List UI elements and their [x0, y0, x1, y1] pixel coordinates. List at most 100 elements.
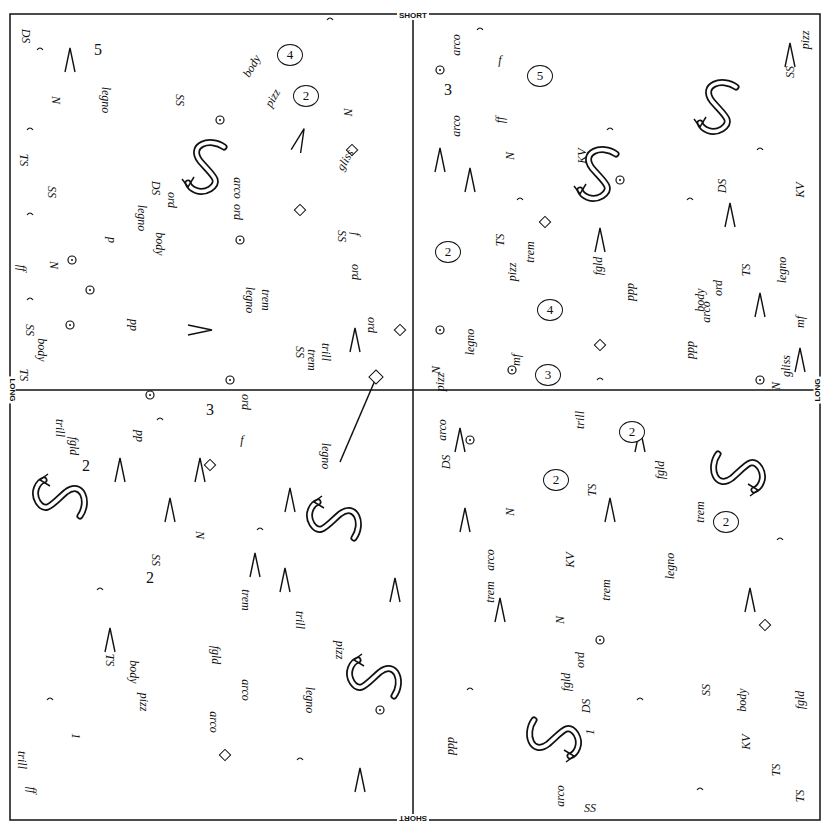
circled-number: 5 [527, 65, 553, 87]
diamond-symbol [294, 204, 305, 215]
performance-marking: body [128, 660, 140, 683]
performance-marking: legno [100, 87, 112, 114]
circle-symbol [149, 394, 151, 396]
accent-mark [777, 538, 783, 540]
accent-mark [637, 698, 643, 700]
hairpin-symbol [285, 488, 295, 512]
performance-marking: trem [484, 581, 496, 603]
performance-marking: fgld [210, 646, 222, 665]
sweep-symbol [530, 720, 579, 756]
performance-marking: ord [232, 204, 244, 220]
performance-marking: ppp [684, 341, 696, 359]
hairpin-symbol [785, 43, 795, 67]
circle-symbol [379, 709, 381, 711]
performance-marking: arco [436, 419, 448, 441]
performance-marking: fgld [654, 461, 666, 480]
sweep-arrow [748, 484, 758, 496]
circled-number-text: 2 [553, 472, 560, 488]
sweep-symbol [350, 660, 399, 696]
performance-marking: arco [554, 785, 566, 807]
hairpin-symbol [355, 768, 365, 792]
performance-marking: TS [104, 654, 116, 667]
performance-marking: trem [306, 349, 318, 371]
sweep-symbol [188, 143, 224, 192]
accent-mark [27, 128, 33, 130]
sweep-symbol [714, 454, 763, 490]
hairpin-symbol [65, 48, 75, 72]
performance-marking: 2 [82, 458, 90, 474]
performance-marking: fgld [794, 691, 806, 710]
performance-marking: KV [576, 148, 588, 163]
performance-marking: arco [450, 115, 462, 137]
performance-marking: TS [18, 369, 30, 382]
sweep-arrow [694, 117, 706, 127]
circle-symbol [376, 706, 384, 714]
hairpin-symbol [165, 498, 175, 522]
hairpin-symbol [390, 578, 400, 602]
hairpin-symbol [725, 203, 735, 227]
circle-symbol [756, 376, 764, 384]
performance-marking: 5 [94, 42, 102, 58]
sweep-symbol [310, 502, 359, 538]
accent-mark [467, 688, 473, 690]
performance-marking: SS [174, 94, 186, 106]
circle-symbol [239, 239, 241, 241]
performance-marking: body [154, 232, 166, 255]
circle-symbol [226, 376, 234, 384]
performance-marking: mf [510, 354, 522, 366]
performance-marking: trem [524, 241, 536, 263]
performance-marking: trill [54, 419, 66, 437]
performance-marking: ord [166, 192, 178, 208]
performance-marking: TS [586, 484, 598, 497]
performance-marking: pizz [138, 693, 150, 712]
circle-symbol [86, 286, 94, 294]
circled-number: 2 [293, 85, 319, 107]
performance-marking: N [48, 261, 60, 269]
sweep-symbol [350, 660, 399, 696]
performance-marking: mf [794, 316, 806, 328]
performance-marking: ff [26, 787, 38, 794]
performance-marking: arco [484, 549, 496, 571]
performance-marking: N [504, 508, 516, 516]
hairpin-symbol [115, 458, 125, 482]
performance-marking: pizz [799, 31, 811, 50]
accent-mark [757, 148, 763, 150]
sweep-arrow [564, 750, 574, 762]
performance-marking: TS [770, 764, 782, 777]
sweep-arrow [354, 654, 364, 666]
performance-marking: body [36, 338, 48, 361]
performance-marking: legno [304, 687, 316, 714]
performance-marking: SS [784, 66, 796, 78]
performance-marking: ord [240, 394, 252, 410]
circle-symbol [219, 119, 221, 121]
performance-marking: KV [794, 182, 806, 197]
sweep-arrow [40, 474, 50, 486]
performance-marking: pp [134, 430, 146, 442]
circled-number-text: 2 [629, 424, 636, 440]
hairpin-symbol [291, 127, 309, 153]
performance-marking: pizz [506, 263, 518, 282]
performance-marking: KV [564, 552, 576, 567]
performance-marking: body [694, 288, 706, 311]
performance-marking: body [241, 53, 263, 79]
circle-symbol [508, 366, 516, 374]
hairpin-symbol [465, 168, 475, 192]
accent-mark [157, 418, 163, 420]
connector-stroke [340, 378, 376, 462]
performance-marking: SS [584, 802, 596, 814]
accent-mark [257, 528, 263, 530]
circled-number: 2 [543, 469, 569, 491]
edge-label: LONG [814, 376, 822, 403]
performance-marking: arco [450, 34, 462, 56]
circle-symbol [66, 321, 74, 329]
edge-label: SHORT [397, 12, 429, 20]
sweep-arrow [314, 496, 324, 508]
hairpin-symbol [435, 148, 445, 172]
circle-symbol [68, 256, 76, 264]
circle-symbol [69, 324, 71, 326]
circled-number: 3 [535, 364, 561, 386]
diamond-symbol [204, 459, 215, 470]
circled-number-text: 5 [537, 68, 544, 84]
edge-label: SHORT [397, 814, 429, 822]
circle-symbol [71, 259, 73, 261]
